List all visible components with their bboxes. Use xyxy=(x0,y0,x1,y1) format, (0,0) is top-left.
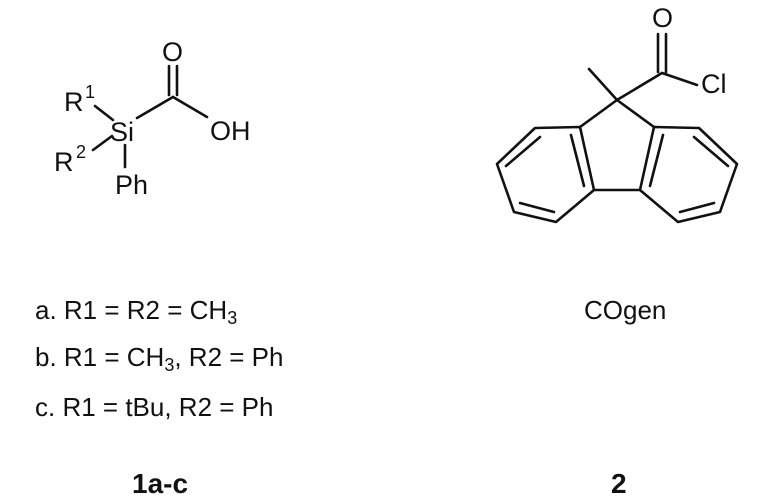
left-ring-double-bond-2 xyxy=(518,201,556,214)
compound-1-structure: R 1 R 2 Si Ph O OH xyxy=(54,37,251,200)
variant-a-subscript: 3 xyxy=(227,308,238,328)
right-ring-double-bond-3 xyxy=(648,133,665,188)
r2-atom-label: R xyxy=(54,147,74,177)
c9-left-ring-bond xyxy=(578,98,619,129)
variant-b-suffix: , R2 = Ph xyxy=(174,342,284,372)
carbonyl-oxygen-label: O xyxy=(162,37,183,67)
compound-2-structure: O Cl xyxy=(495,3,739,224)
r1-atom-label: R xyxy=(64,87,84,117)
chlorine-label: Cl xyxy=(701,69,727,99)
left-ring-double-bond-3 xyxy=(569,133,586,188)
silicon-atom-label: Si xyxy=(110,117,134,147)
carbon-hydroxyl-bond xyxy=(171,95,209,119)
variant-b-subscript: 3 xyxy=(164,355,175,375)
compound-1-label: 1a-c xyxy=(132,468,189,499)
variant-b-text: b. R1 = CH xyxy=(35,342,165,372)
right-benzene-ring xyxy=(638,125,739,224)
variant-a-caption: a. R1 = R2 = CH3 xyxy=(35,295,237,327)
c9-carbonyl-bond xyxy=(615,71,664,102)
r1-superscript: 1 xyxy=(85,82,95,102)
r2-superscript: 2 xyxy=(76,142,86,162)
si-carbon-bond xyxy=(135,95,175,120)
right-ring-double-bond-2 xyxy=(678,201,716,214)
acyl-chloride-bond xyxy=(660,71,699,87)
right-ring-double-bond-1 xyxy=(692,135,730,168)
left-benzene-ring xyxy=(495,125,596,224)
variant-c-caption: c. R1 = tBu, R2 = Ph xyxy=(35,394,273,420)
acyl-oxygen-label: O xyxy=(652,3,673,33)
compound-2-name: COgen xyxy=(584,295,667,325)
left-ring-double-bond-1 xyxy=(504,135,542,168)
hydroxyl-label: OH xyxy=(210,116,251,146)
variant-b-caption: b. R1 = CH3, R2 = Ph xyxy=(35,342,284,374)
phenyl-label: Ph xyxy=(115,170,148,200)
c9-right-ring-bond xyxy=(615,98,656,129)
variant-c-text: c. R1 = tBu, R2 = Ph xyxy=(35,392,274,422)
c9-methyl-bond xyxy=(587,67,619,102)
si-r2-bond xyxy=(91,134,114,152)
variant-a-text: a. R1 = R2 = CH xyxy=(35,295,228,325)
compound-2-label: 2 xyxy=(611,468,627,499)
si-r1-bond xyxy=(93,104,115,122)
